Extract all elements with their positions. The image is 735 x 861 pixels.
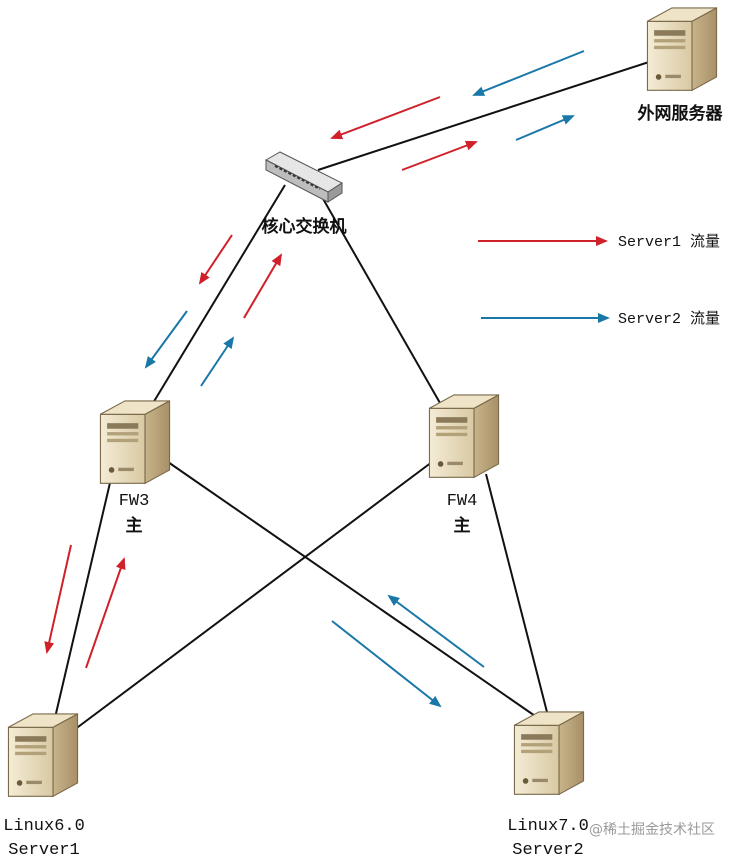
server2-os: Linux7.0 (507, 817, 589, 836)
link-fw3-server1 (53, 469, 114, 723)
core-switch-node[interactable]: 核心交换机 (262, 151, 347, 237)
server-icon (428, 394, 500, 478)
server1-name: Server1 (8, 841, 79, 860)
server2-flow-arrow (200, 336, 235, 387)
server2-node[interactable]: Linux7.0 Server2 (507, 711, 589, 860)
server2-name: Server2 (512, 841, 583, 860)
fw3-role: 主 (126, 515, 143, 536)
link-switch-fw4 (317, 189, 441, 404)
server1-flow-arrow (243, 253, 283, 319)
server1-flow-arrow (85, 557, 126, 669)
fw4-node[interactable]: FW4 主 (428, 394, 500, 536)
flow-arrows (44, 50, 585, 708)
core-switch-label: 核心交换机 (262, 216, 347, 237)
server-icon (646, 7, 718, 91)
fw3-node[interactable]: FW3 主 (99, 400, 171, 536)
server-icon (513, 711, 585, 795)
server1-flow-arrow (44, 544, 72, 654)
server2-flow-arrow (331, 620, 442, 708)
server-icon (7, 713, 79, 797)
fw4-role: 主 (454, 515, 471, 536)
fw3-name: FW3 (119, 492, 150, 511)
link-switch-fw3 (149, 184, 286, 409)
server1-flow-arrow (330, 96, 441, 140)
server1-node[interactable]: Linux6.0 Server1 (3, 713, 85, 860)
link-fw4-server1 (73, 461, 433, 731)
external-server-label: 外网服务器 (638, 103, 724, 124)
server2-flow-arrow (387, 594, 485, 668)
fw4-name: FW4 (447, 492, 478, 511)
switch-icon (264, 151, 344, 203)
link-fw4-server2 (485, 473, 549, 717)
links (53, 59, 656, 731)
server1-flow-arrow (198, 234, 233, 285)
external-server-node[interactable]: 外网服务器 (638, 7, 724, 124)
legend: Server1 流量 Server2 流量 (478, 233, 720, 328)
link-switch-external (317, 59, 656, 171)
legend-server2-label: Server2 流量 (618, 310, 720, 328)
watermark: @稀土掘金技术社区 (589, 822, 715, 838)
server1-os: Linux6.0 (3, 817, 85, 836)
link-fw3-server2 (167, 461, 539, 719)
server2-flow-arrow (472, 50, 585, 96)
server2-flow-arrow (515, 115, 575, 141)
server1-flow-arrow (401, 140, 478, 171)
legend-server1-label: Server1 流量 (618, 233, 720, 251)
server2-flow-arrow (144, 310, 188, 369)
server-icon (99, 400, 171, 484)
